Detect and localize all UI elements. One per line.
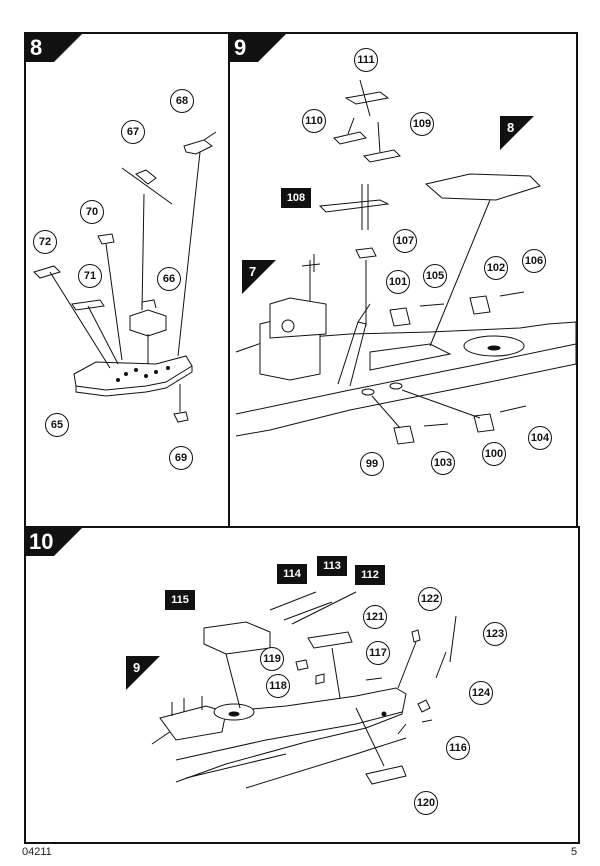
callout-67: 67 [121,120,145,144]
step-8-illustration [33,131,217,423]
step-8-number: 8 [30,35,43,60]
tag-114: 114 [277,564,307,584]
ref-step-9-number: 9 [133,660,141,675]
tag-112: 112 [355,565,385,585]
callout-100: 100 [482,442,506,466]
callout-124: 124 [469,681,493,705]
callout-106: 106 [522,249,546,273]
callout-103: 103 [431,451,455,475]
ref-step-9-badge [126,656,160,690]
callout-72: 72 [33,230,57,254]
ref-step-8-number: 8 [507,120,515,135]
callout-110: 110 [302,109,326,133]
callout-65: 65 [45,413,69,437]
callout-99: 99 [360,452,384,476]
callout-122: 122 [418,587,442,611]
step-8-panel: 8 65 66 67 68 69 70 71 72 [24,32,230,528]
callout-111: 111 [354,48,378,72]
callout-107: 107 [393,229,417,253]
step-10-panel: 10 116 117 118 119 120 121 122 123 124 1… [24,526,580,844]
ref-step-7-badge [242,260,276,294]
callout-102: 102 [484,256,508,280]
step-9-number: 9 [234,35,247,60]
ref-step-7-number: 7 [249,264,257,279]
page-number: 5 [571,846,578,858]
callout-118: 118 [266,674,290,698]
callout-70: 70 [80,200,104,224]
callout-120: 120 [414,791,438,815]
callout-117: 117 [366,641,390,665]
tag-108: 108 [281,188,311,208]
step-9-badge [230,34,286,62]
ref-step-8-badge [500,116,534,150]
step-9-illustration [235,79,576,445]
callout-121: 121 [363,605,387,629]
ref-step-7: 7 [242,260,276,299]
callout-104: 104 [528,426,552,450]
ref-step-8: 8 [500,116,534,155]
step-10-badge [26,528,82,556]
callout-105: 105 [423,264,447,288]
step-9-panel: 9 99 100 101 102 103 104 105 106 107 109… [228,32,578,528]
callout-109: 109 [410,112,434,136]
callout-69: 69 [169,446,193,470]
callout-119: 119 [260,647,284,671]
callout-66: 66 [157,267,181,291]
callout-123: 123 [483,622,507,646]
step-10-illustration [151,591,457,789]
callout-116: 116 [446,736,470,760]
step-10-number: 10 [29,529,54,554]
ref-step-9: 9 [126,656,160,695]
tag-113: 113 [317,556,347,576]
tag-115: 115 [165,590,195,610]
callout-101: 101 [386,270,410,294]
step-8-badge [26,34,82,62]
kit-number: 04211 [22,846,52,858]
callout-71: 71 [78,264,102,288]
callout-68: 68 [170,89,194,113]
